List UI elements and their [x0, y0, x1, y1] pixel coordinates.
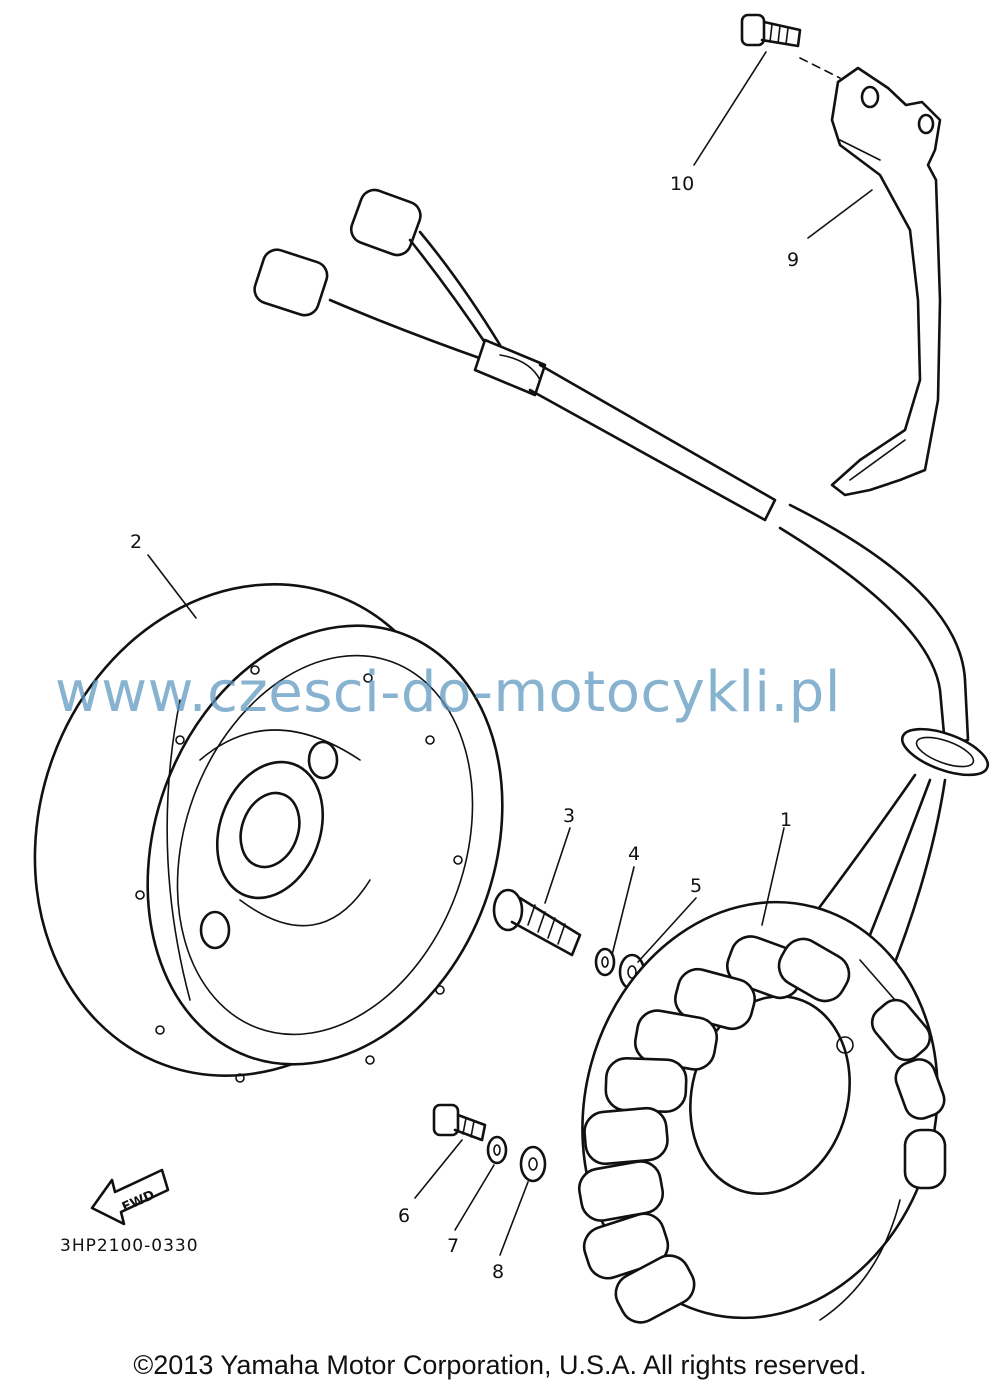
part-6-screw: [432, 1103, 487, 1142]
part-4-lock-washer: [594, 947, 616, 977]
diagram-code: 3HP2100-0330: [60, 1236, 199, 1256]
fwd-arrow: FWD: [90, 1168, 170, 1226]
copyright-notice: ©2013 Yamaha Motor Corporation, U.S.A. A…: [133, 1350, 867, 1380]
callout-9: 9: [787, 249, 799, 271]
callout-10: 10: [670, 173, 694, 195]
part-8-washer: [519, 1145, 547, 1183]
part-10-screw: [740, 13, 802, 48]
wire-harness: [253, 188, 970, 747]
watermark-url: www.czesci-do-motocykli.pl: [55, 660, 841, 725]
callout-6: 6: [398, 1205, 410, 1227]
leader-lines: [147, 51, 873, 1256]
part-2-rotor: [33, 583, 504, 1083]
callout-3: 3: [563, 805, 575, 827]
part-3-bolt: [492, 888, 582, 957]
leader-10-dash: [799, 57, 841, 79]
part-9-bracket: [830, 66, 942, 497]
callout-5: 5: [690, 875, 702, 897]
callout-7: 7: [447, 1235, 459, 1257]
part-1-stator: [577, 900, 947, 1324]
callout-4: 4: [628, 843, 640, 865]
callout-numbers: 1 2 3 4 5 6 7 8 9 10: [130, 173, 799, 1283]
callout-8: 8: [492, 1261, 504, 1283]
callout-1: 1: [780, 809, 792, 831]
callout-2: 2: [130, 531, 142, 553]
part-7-lock-washer: [486, 1135, 508, 1165]
grommet: [808, 727, 990, 1002]
